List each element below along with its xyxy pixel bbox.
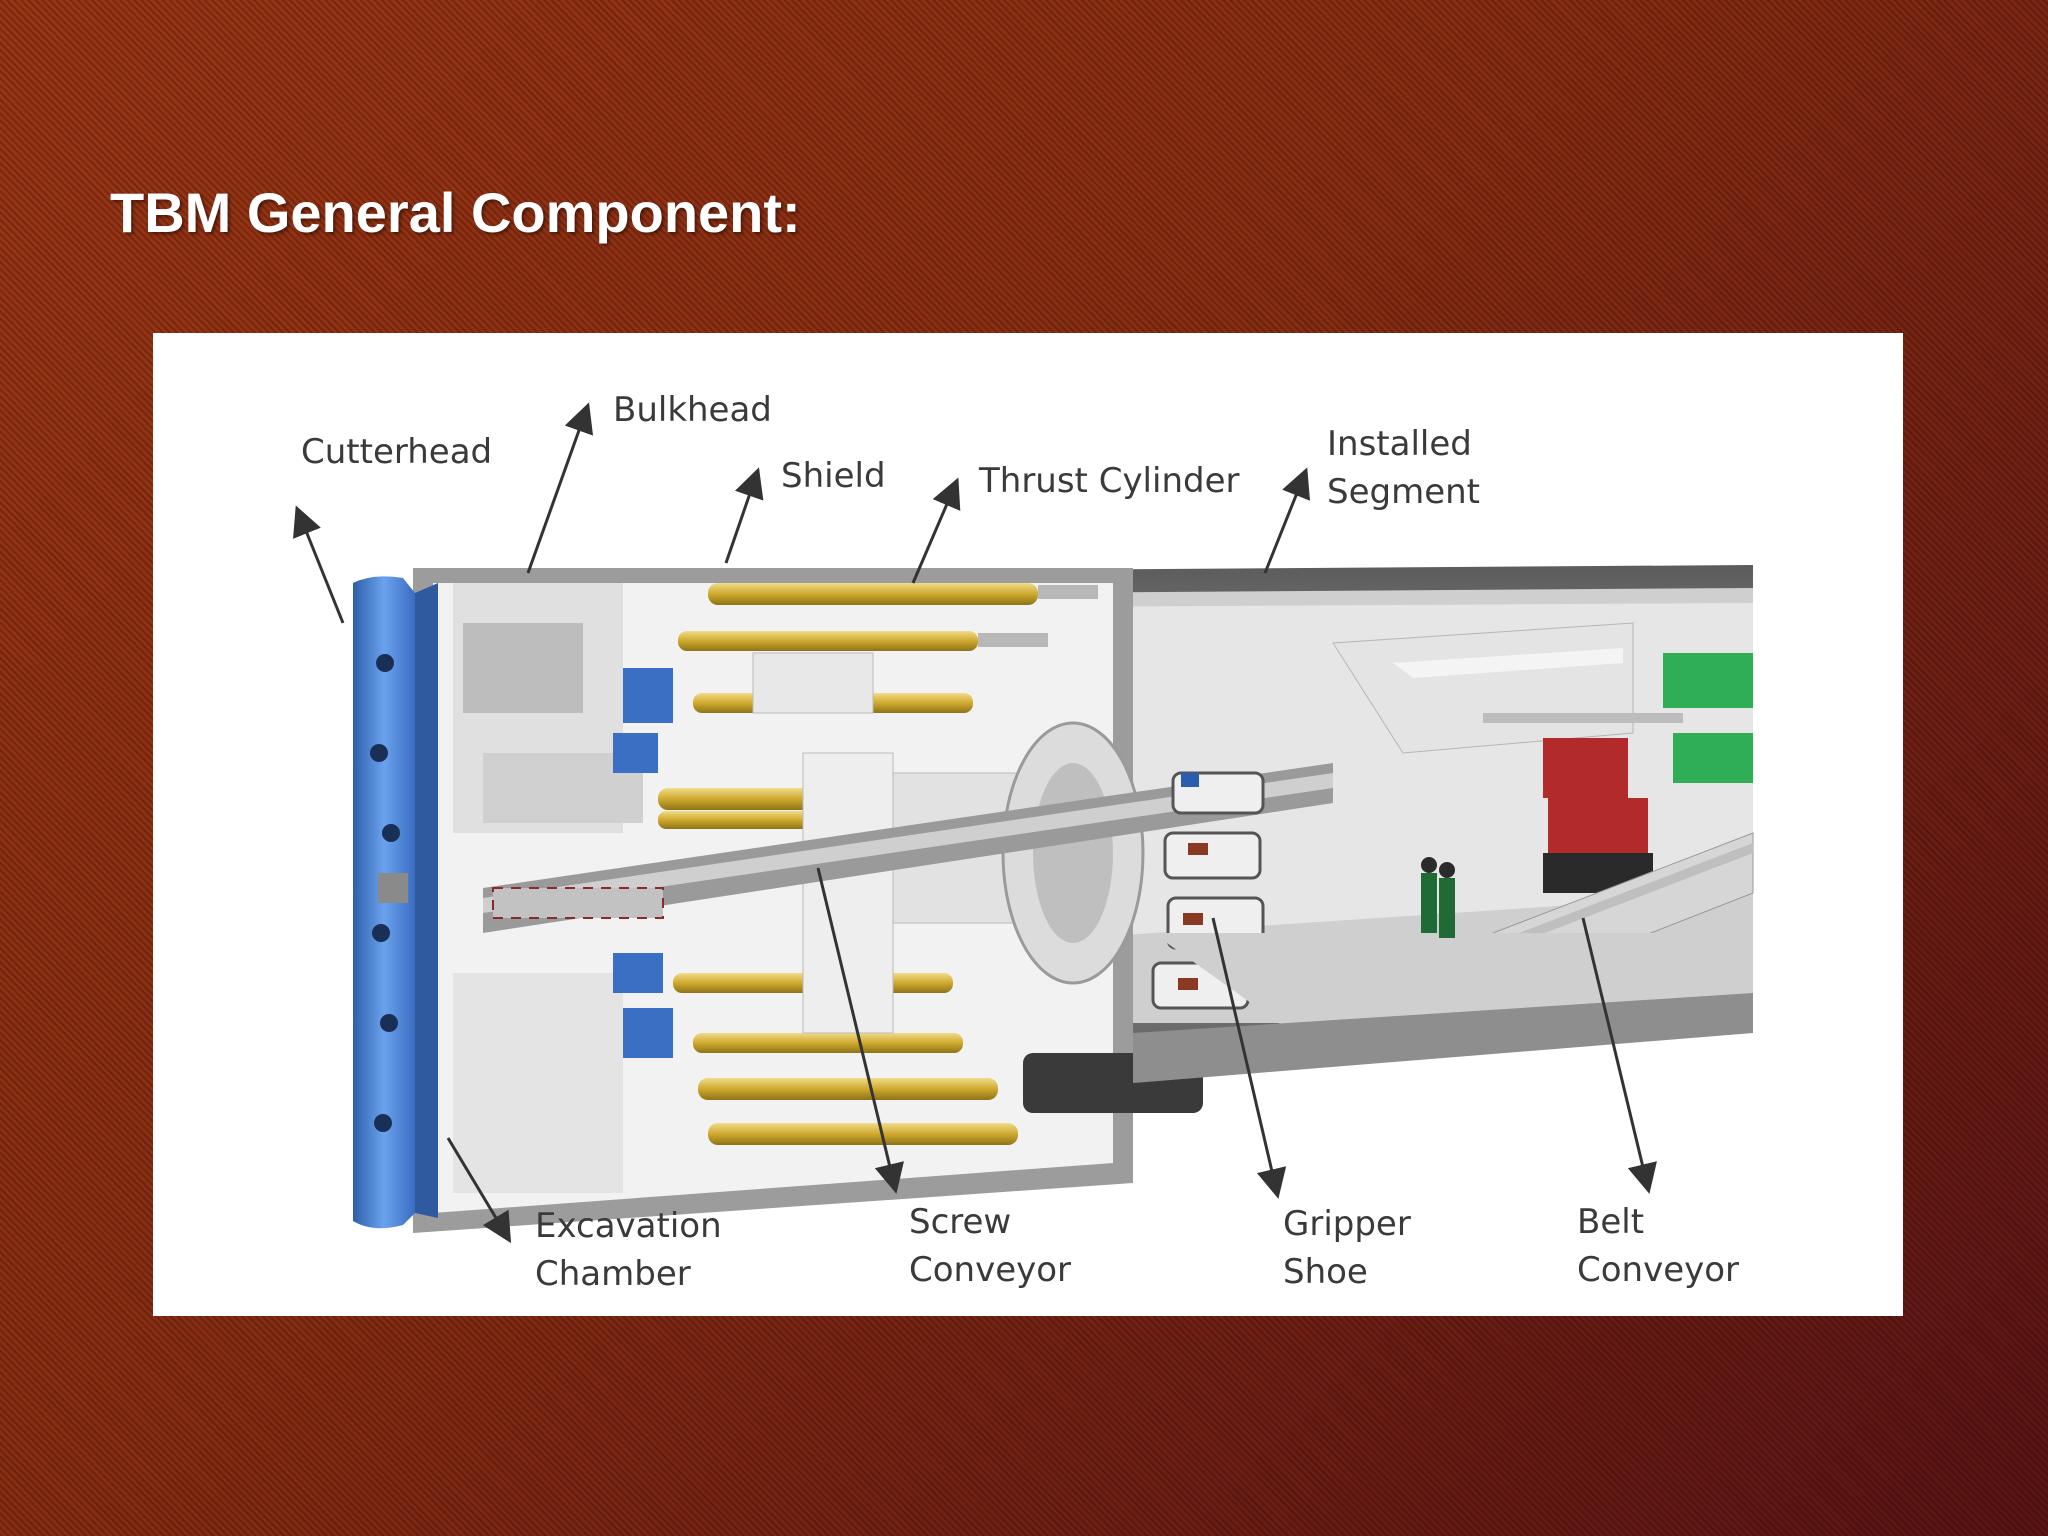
arrow-belt-conveyor xyxy=(1581,917,1657,1194)
arrow-installed-segment xyxy=(1263,467,1311,574)
arrow-cutterhead xyxy=(293,505,345,624)
label-shield: Shield xyxy=(781,456,886,496)
slide-title: TBM General Component: xyxy=(110,181,801,244)
label-excavation-chamber: Excavation Chamber xyxy=(535,1206,722,1294)
label-gripper-shoe: Gripper Shoe xyxy=(1283,1204,1411,1292)
bulkhead-mounts xyxy=(613,668,673,1058)
label-thrust-cylinder: Thrust Cylinder xyxy=(979,461,1240,501)
label-screw-conveyor: Screw Conveyor xyxy=(909,1202,1072,1290)
label-bulkhead: Bulkhead xyxy=(613,390,772,430)
rail-platform xyxy=(1133,933,1753,1083)
label-cutterhead: Cutterhead xyxy=(301,432,493,472)
screw-conveyor xyxy=(483,763,1333,933)
tbm-illustration xyxy=(293,402,1754,1244)
arrow-shield xyxy=(724,467,764,564)
cutterhead xyxy=(353,576,438,1229)
tbm-diagram-panel: Cutterhead Bulkhead Shield Thrust Cylind… xyxy=(153,333,1903,1316)
label-installed-segment: Installed Segment xyxy=(1327,424,1480,512)
shield-body xyxy=(413,568,1133,1233)
callout-arrows xyxy=(293,402,1657,1244)
arrow-gripper-shoe xyxy=(1211,917,1287,1199)
arrow-screw-conveyor xyxy=(816,867,904,1194)
arrow-thrust-cylinder xyxy=(911,477,961,584)
arrow-excavation-chamber xyxy=(446,1137,512,1244)
arrow-bulkhead xyxy=(526,402,594,574)
backup-gantry xyxy=(1332,622,1753,893)
workers xyxy=(1421,857,1455,938)
label-belt-conveyor: Belt Conveyor xyxy=(1577,1202,1740,1290)
